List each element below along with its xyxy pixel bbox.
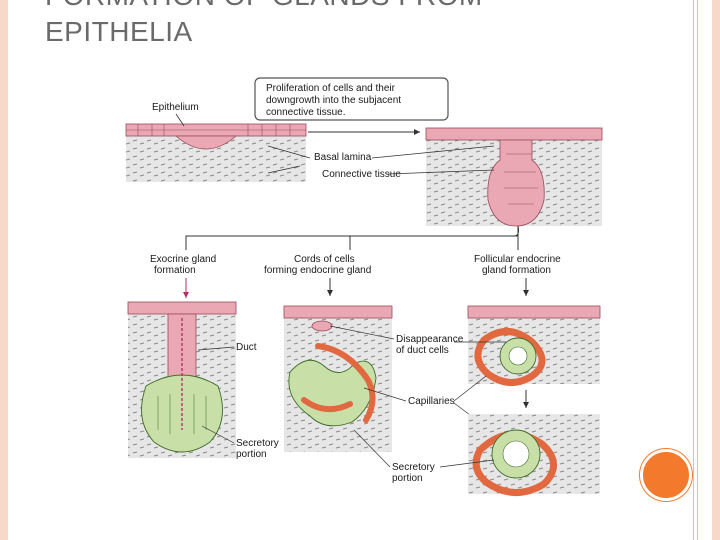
initial-epithelium-panel bbox=[125, 123, 307, 182]
exocrine-gland-panel bbox=[127, 301, 237, 458]
slide-title: FORMATION OF GLANDS FROM EPITHELIA bbox=[45, 0, 483, 50]
callout-line-1: Proliferation of cells and their bbox=[266, 83, 396, 94]
title-line-2: EPITHELIA bbox=[45, 16, 193, 47]
label-duct: Duct bbox=[236, 342, 257, 353]
callout-line-3: connective tissue. bbox=[266, 107, 346, 118]
label-secretory-right-2: portion bbox=[392, 473, 423, 484]
label-epithelium: Epithelium bbox=[152, 102, 199, 113]
label-capillaries: Capillaries bbox=[408, 396, 455, 407]
right-deco-line-2 bbox=[697, 0, 698, 540]
follicular-panel-top bbox=[467, 305, 601, 386]
label-basal-lamina: Basal lamina bbox=[314, 152, 372, 163]
right-border-strip bbox=[712, 0, 720, 540]
label-exocrine-2: formation bbox=[154, 265, 196, 276]
label-secretory-left-1: Secretory bbox=[236, 438, 279, 449]
label-secretory-right-1: Secretory bbox=[392, 462, 435, 473]
follicular-panel-bottom bbox=[468, 414, 600, 496]
label-follicular-2: gland formation bbox=[482, 265, 551, 276]
callout-line-2: downgrowth into the subjacent bbox=[266, 95, 401, 106]
orange-circle-decoration bbox=[640, 449, 692, 501]
callout-box: Proliferation of cells and their downgro… bbox=[254, 77, 449, 121]
downgrowth-panel bbox=[425, 127, 603, 227]
left-border-strip bbox=[0, 0, 8, 540]
right-deco-line-1 bbox=[693, 0, 694, 540]
label-cords-1: Cords of cells bbox=[294, 254, 355, 265]
label-exocrine-1: Exocrine gland bbox=[150, 254, 216, 265]
label-cords-2: forming endocrine gland bbox=[264, 265, 371, 276]
endocrine-cords-panel bbox=[283, 305, 393, 452]
label-connective-tissue: Connective tissue bbox=[322, 169, 401, 180]
label-secretory-left-2: portion bbox=[236, 449, 267, 460]
gland-formation-diagram: Proliferation of cells and their downgro… bbox=[125, 77, 603, 496]
label-follicular-1: Follicular endocrine bbox=[474, 254, 561, 265]
title-line-1: FORMATION OF GLANDS FROM bbox=[45, 0, 483, 11]
label-disappearance-2: of duct cells bbox=[396, 345, 449, 356]
label-disappearance-1: Disappearance bbox=[396, 334, 464, 345]
